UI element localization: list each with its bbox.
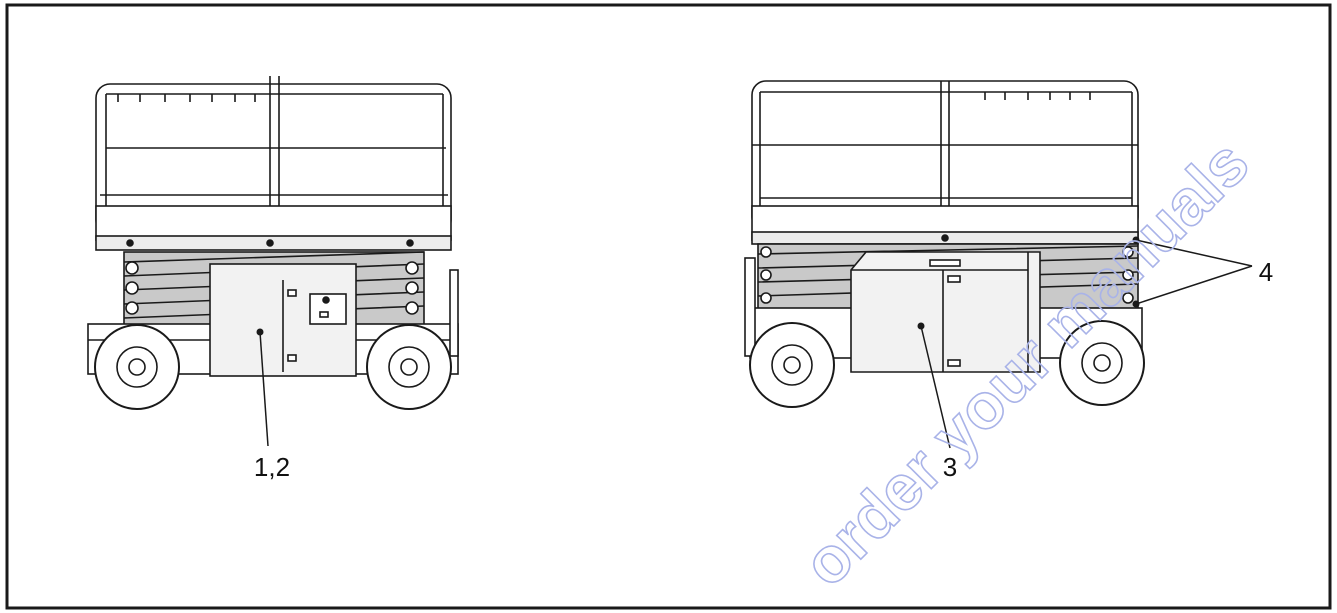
left-view-scissor-lift (87, 76, 459, 410)
callout-3-label: 3 (943, 452, 957, 482)
callout-4-leader-upper (1135, 239, 1253, 267)
callout-1-2-leader (259, 331, 269, 447)
callout-4: 4 (1132, 236, 1273, 308)
callout-3: 3 (917, 322, 957, 482)
right-view-scissor-lift (744, 80, 1145, 408)
callout-4-leader-lower (1135, 265, 1253, 305)
callout-1-2-label: 1,2 (254, 452, 290, 482)
callout-4-label: 4 (1259, 257, 1273, 287)
callout-1-2: 1,2 (254, 328, 290, 482)
callout-3-leader (920, 325, 951, 449)
figure-border (5, 3, 1332, 610)
